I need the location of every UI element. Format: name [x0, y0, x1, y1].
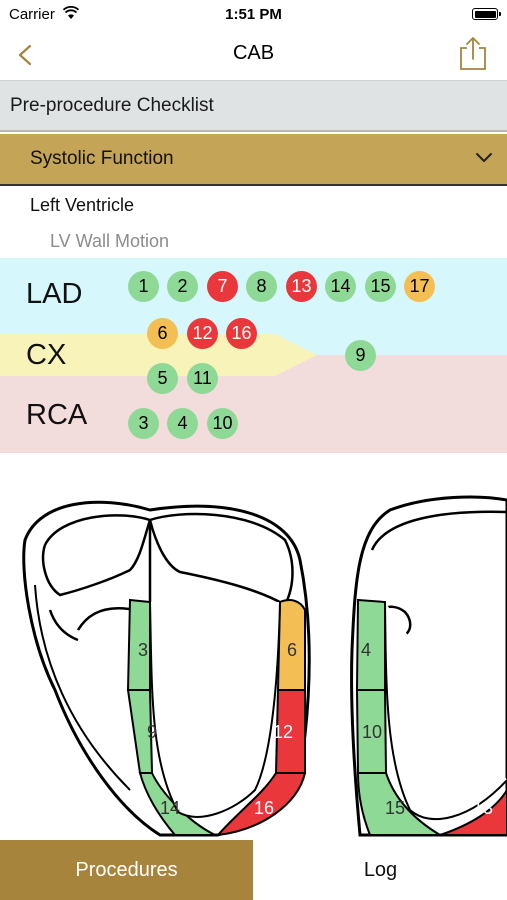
- navigation-bar: CAB: [0, 30, 507, 80]
- checklist-header[interactable]: Pre-procedure Checklist: [0, 80, 507, 132]
- wall-segment-6: [276, 599, 306, 691]
- chevron-down-icon: [476, 153, 492, 162]
- battery-icon: [472, 8, 501, 20]
- wall-label-16: 16: [254, 798, 274, 818]
- wall-segment-16: [215, 772, 307, 837]
- tab-procedures[interactable]: Procedures: [0, 840, 253, 900]
- wall-segment-14: [138, 772, 216, 836]
- segment-8-button[interactable]: 8: [246, 271, 277, 302]
- chevron-left-icon[interactable]: [12, 40, 42, 70]
- checklist-label: Pre-procedure Checklist: [10, 95, 214, 116]
- segment-16-button[interactable]: 16: [226, 318, 257, 349]
- lad-label: LAD: [26, 278, 83, 310]
- segment-6-button[interactable]: 6: [147, 318, 178, 349]
- segment-5-button[interactable]: 5: [147, 363, 178, 394]
- segment-17-button[interactable]: 17: [404, 271, 435, 302]
- segment-7-button[interactable]: 7: [207, 271, 238, 302]
- systolic-function-dropdown[interactable]: Systolic Function: [0, 134, 507, 186]
- status-bar: Carrier 1:51 PM: [0, 0, 507, 30]
- segment-3-button[interactable]: 3: [128, 408, 159, 439]
- status-time: 1:51 PM: [225, 6, 282, 23]
- page-title: CAB: [232, 42, 275, 64]
- wall-label-14: 14: [160, 798, 180, 818]
- wall-label-13: 13: [473, 798, 493, 818]
- coronary-territory-map: LAD CX RCA 1 2 7 8 13 14 15 17 6 12 16 9…: [0, 258, 507, 453]
- segment-14-button[interactable]: 14: [325, 271, 356, 302]
- segment-13-button[interactable]: 13: [286, 271, 317, 302]
- heart-diagram: 3 9 14 6 12 16 4 10 15 13: [22, 495, 507, 837]
- wall-label-3: 3: [138, 640, 148, 660]
- wall-label-4: 4: [361, 640, 371, 660]
- segment-9-button[interactable]: 9: [345, 340, 376, 371]
- wall-label-15: 15: [385, 798, 405, 818]
- cx-label: CX: [26, 339, 67, 371]
- segment-12-button[interactable]: 12: [187, 318, 218, 349]
- segment-4-button[interactable]: 4: [167, 408, 198, 439]
- wall-label-12: 12: [273, 722, 293, 742]
- section-label: Systolic Function: [30, 148, 174, 169]
- lv-wall-motion-label: LV Wall Motion: [50, 231, 170, 251]
- left-ventricle-label: Left Ventricle: [30, 195, 135, 215]
- share-icon[interactable]: [457, 35, 489, 71]
- wall-label-9: 9: [147, 722, 157, 742]
- segment-15-button[interactable]: 15: [365, 271, 396, 302]
- segment-2-button[interactable]: 2: [167, 271, 198, 302]
- tab-bar: Procedures Log: [0, 840, 507, 900]
- segment-11-button[interactable]: 11: [187, 363, 218, 394]
- segment-10-button[interactable]: 10: [207, 408, 238, 439]
- wall-label-6: 6: [287, 640, 297, 660]
- wifi-icon: [63, 6, 79, 19]
- wall-label-10: 10: [362, 722, 382, 742]
- rca-label: RCA: [26, 399, 88, 431]
- tab-log[interactable]: Log: [254, 840, 507, 900]
- segment-1-button[interactable]: 1: [128, 271, 159, 302]
- carrier-label: Carrier: [9, 6, 55, 23]
